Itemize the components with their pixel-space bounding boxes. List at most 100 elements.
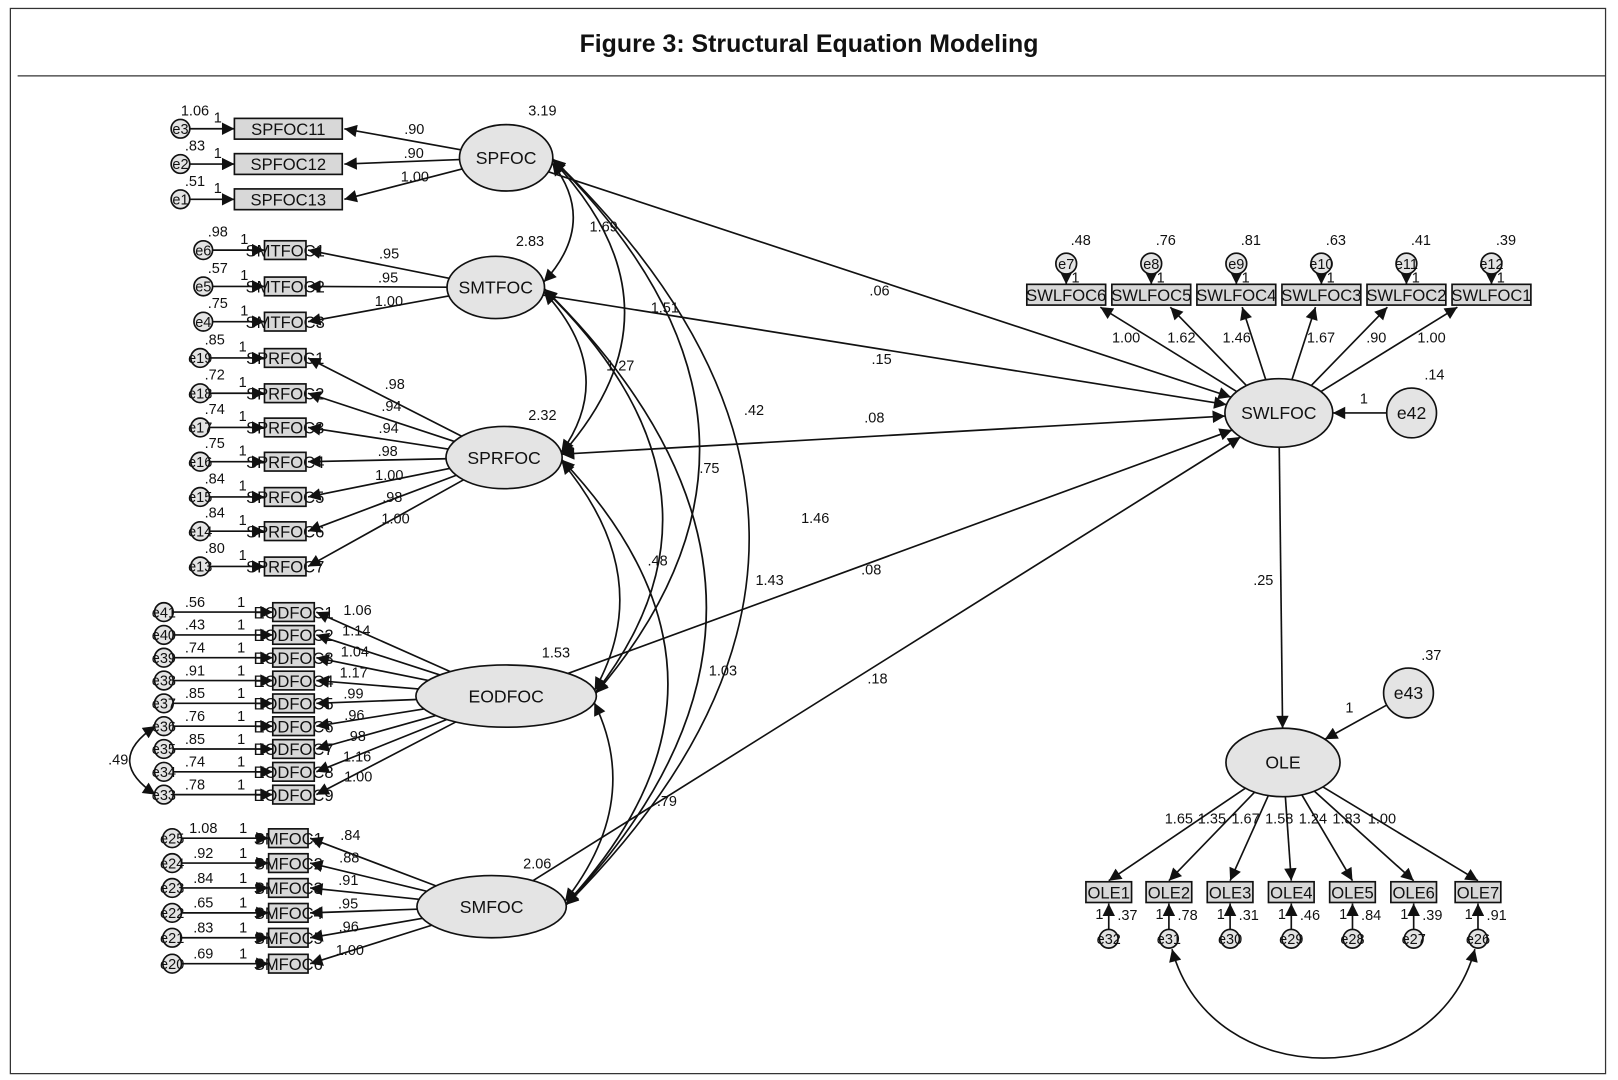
latent-eodfoc	[415, 664, 598, 729]
error-label: e34	[152, 765, 176, 781]
error-variance: .75	[208, 296, 228, 312]
fixed-weight: 1	[239, 821, 247, 837]
disturbance-path	[1324, 704, 1388, 740]
path-estimate: .25	[1253, 573, 1273, 589]
fixed-weight: 1	[239, 896, 247, 912]
indicator-box	[1111, 283, 1192, 306]
error-term	[1158, 928, 1180, 949]
path-smtfoc-to-swlfoc	[542, 294, 1227, 409]
error-label: e16	[188, 455, 212, 471]
path-spfoc-to-swlfoc	[548, 170, 1232, 400]
indicator-box	[271, 784, 316, 805]
loading-path	[1310, 306, 1388, 387]
indicator-box	[233, 188, 344, 211]
fixed-weight: 1	[240, 232, 248, 248]
indicator-box	[271, 624, 316, 646]
indicator-box	[1206, 880, 1254, 904]
fixed-weight: 1	[239, 947, 247, 963]
error-term	[1467, 928, 1489, 949]
loading-estimate: 1.83	[1332, 812, 1360, 828]
disturbance-variance: .37	[1421, 648, 1441, 664]
indicator-label: OLE1	[1088, 883, 1130, 902]
indicator-label: SWLFOC6	[1026, 286, 1106, 305]
indicator-box	[1025, 283, 1107, 306]
indicator-box	[267, 828, 309, 849]
fixed-weight: 1	[239, 409, 247, 425]
covariance-spfoc-smtfoc	[543, 162, 574, 283]
fixed-weight: 1	[214, 146, 222, 162]
loading-estimate: .98	[346, 729, 366, 745]
loading-estimate: .98	[378, 444, 398, 460]
loading-estimate: 1.62	[1167, 330, 1195, 346]
error-label: e15	[188, 490, 212, 506]
indicator-label: SPRFOC4	[246, 453, 324, 472]
loading-path	[1301, 794, 1354, 882]
loading-estimate: 1.00	[336, 943, 364, 959]
latent-label: OLE	[1265, 753, 1300, 773]
error-label: e24	[160, 856, 184, 872]
path-estimate: .08	[861, 563, 881, 579]
loading-estimate: .90	[404, 122, 424, 138]
indicator-label: SPRFOC3	[246, 419, 324, 438]
error-label: e27	[1402, 932, 1426, 948]
covariance-estimate: .79	[657, 794, 677, 810]
error-term	[153, 738, 175, 760]
indicator-box	[271, 601, 316, 623]
loading-estimate: 1.00	[1112, 330, 1140, 346]
error-variance: .91	[1487, 908, 1507, 924]
error-label: e33	[152, 788, 176, 804]
indicator-box	[263, 486, 307, 508]
fixed-weight: 1	[239, 548, 247, 564]
indicator-label: SMFOC4	[254, 904, 323, 923]
indicator-box	[1281, 283, 1362, 306]
fixed-weight: 1	[237, 595, 245, 611]
error-variance: .78	[1177, 908, 1197, 924]
loading-path	[1291, 306, 1318, 380]
error-label: e38	[152, 674, 176, 690]
indicator-box	[1328, 880, 1377, 904]
covariance-spfoc-eodfoc	[552, 158, 701, 694]
disturbance-variance: .14	[1424, 368, 1444, 384]
loading-estimate: 1.06	[343, 603, 371, 619]
error-variance: .76	[1156, 233, 1176, 249]
indicator-box	[271, 647, 316, 668]
loading-path	[307, 357, 463, 437]
error-label: e6	[195, 243, 211, 259]
covariance-estimate: .48	[647, 553, 667, 569]
loading-path	[309, 836, 437, 887]
error-variance: .74	[185, 755, 205, 771]
loading-path	[1284, 796, 1297, 881]
covariance-sprfoc-smfoc	[561, 459, 669, 905]
loading-estimate: .90	[1366, 330, 1386, 346]
error-label: e13	[188, 560, 212, 576]
error-label: e11	[1395, 257, 1418, 273]
loading-path	[316, 708, 425, 731]
indicator-box	[1196, 283, 1277, 306]
error-term	[170, 118, 191, 139]
indicator-label: SPRFOC1	[246, 349, 324, 368]
fixed-weight: 1	[1497, 270, 1505, 286]
fixed-weight: 1	[1095, 907, 1103, 923]
loading-estimate: .90	[404, 146, 424, 162]
latent-label: SWLFOC	[1241, 403, 1317, 423]
indicator-box	[1267, 880, 1315, 904]
loading-path	[316, 696, 417, 710]
loading-estimate: .98	[382, 490, 402, 506]
path-eodfoc-to-swlfoc	[567, 428, 1233, 675]
loading-path	[316, 611, 451, 673]
error-label: e4	[195, 315, 211, 331]
disturbance-label: e42	[1397, 403, 1426, 423]
loading-estimate: 1.65	[1165, 812, 1193, 828]
loading-path	[1240, 306, 1267, 380]
error-term	[193, 276, 214, 297]
loading-estimate: 1.04	[341, 644, 369, 660]
latent-variance: 3.19	[528, 103, 556, 119]
error-label: e31	[1157, 932, 1181, 948]
indicator-box	[263, 311, 307, 332]
loading-path	[307, 423, 449, 450]
fixed-weight: 1	[1157, 270, 1165, 286]
loading-path	[315, 721, 457, 796]
loading-path	[1322, 786, 1479, 882]
indicator-box	[263, 417, 307, 438]
